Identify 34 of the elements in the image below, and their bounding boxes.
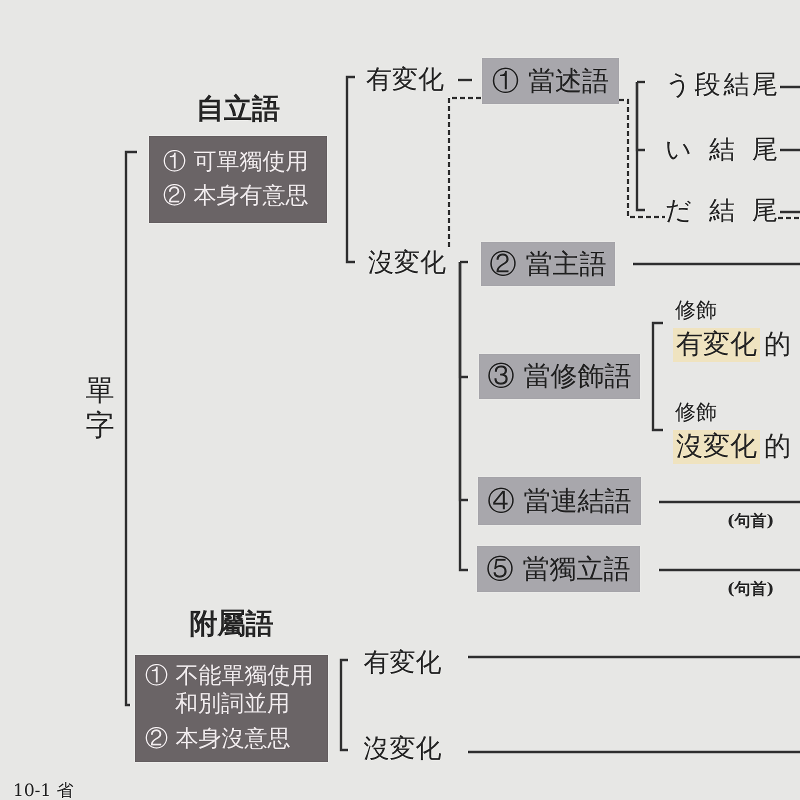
category-label: 有変化 <box>366 64 444 96</box>
category-box: ① 當述語 <box>482 58 619 104</box>
list-item: ① 可單獨使用 <box>163 148 310 176</box>
dashed-connector <box>778 216 800 220</box>
highlighted-word: 有変化 <box>673 328 760 362</box>
category-label: 有変化 <box>358 647 447 679</box>
category-label: う段結尾 <box>665 70 778 100</box>
label-text: 修飾 <box>675 298 717 322</box>
connector-line <box>778 210 800 214</box>
category-box: ③ 當修飾語 <box>479 354 640 399</box>
heading: 自立語 <box>195 93 281 124</box>
list-item: ① 不能單獨使用和別詞並用 <box>145 663 314 718</box>
category-box: ⑤ 當獨立語 <box>477 546 640 592</box>
label-text: 修飾 <box>675 400 717 424</box>
category-label: だ 結 尾 <box>665 196 778 226</box>
list-item: ② 本身沒意思 <box>145 726 292 754</box>
dashed-connector <box>619 98 665 218</box>
label-text: 的 <box>764 329 791 361</box>
dashed-connector <box>448 96 482 247</box>
root-label: 單字 <box>84 372 116 444</box>
label-text: 的 <box>764 431 791 463</box>
category-box: ② 當主語 <box>481 242 615 286</box>
footer-text: 10-1 省 <box>13 781 74 800</box>
category-label: い 結 尾 <box>665 135 778 165</box>
connector-line <box>778 86 800 88</box>
list-item: ② 本身有意思 <box>163 182 310 210</box>
heading: 附屬語 <box>188 608 274 639</box>
category-label: 沒変化 <box>358 733 447 765</box>
note-text: (句首) <box>727 511 774 530</box>
note-text: (句首) <box>727 579 774 598</box>
highlighted-word: 沒変化 <box>673 430 760 464</box>
category-label: 沒変化 <box>364 247 450 279</box>
connector-line <box>778 148 800 152</box>
category-box: ④ 當連結語 <box>478 477 641 525</box>
